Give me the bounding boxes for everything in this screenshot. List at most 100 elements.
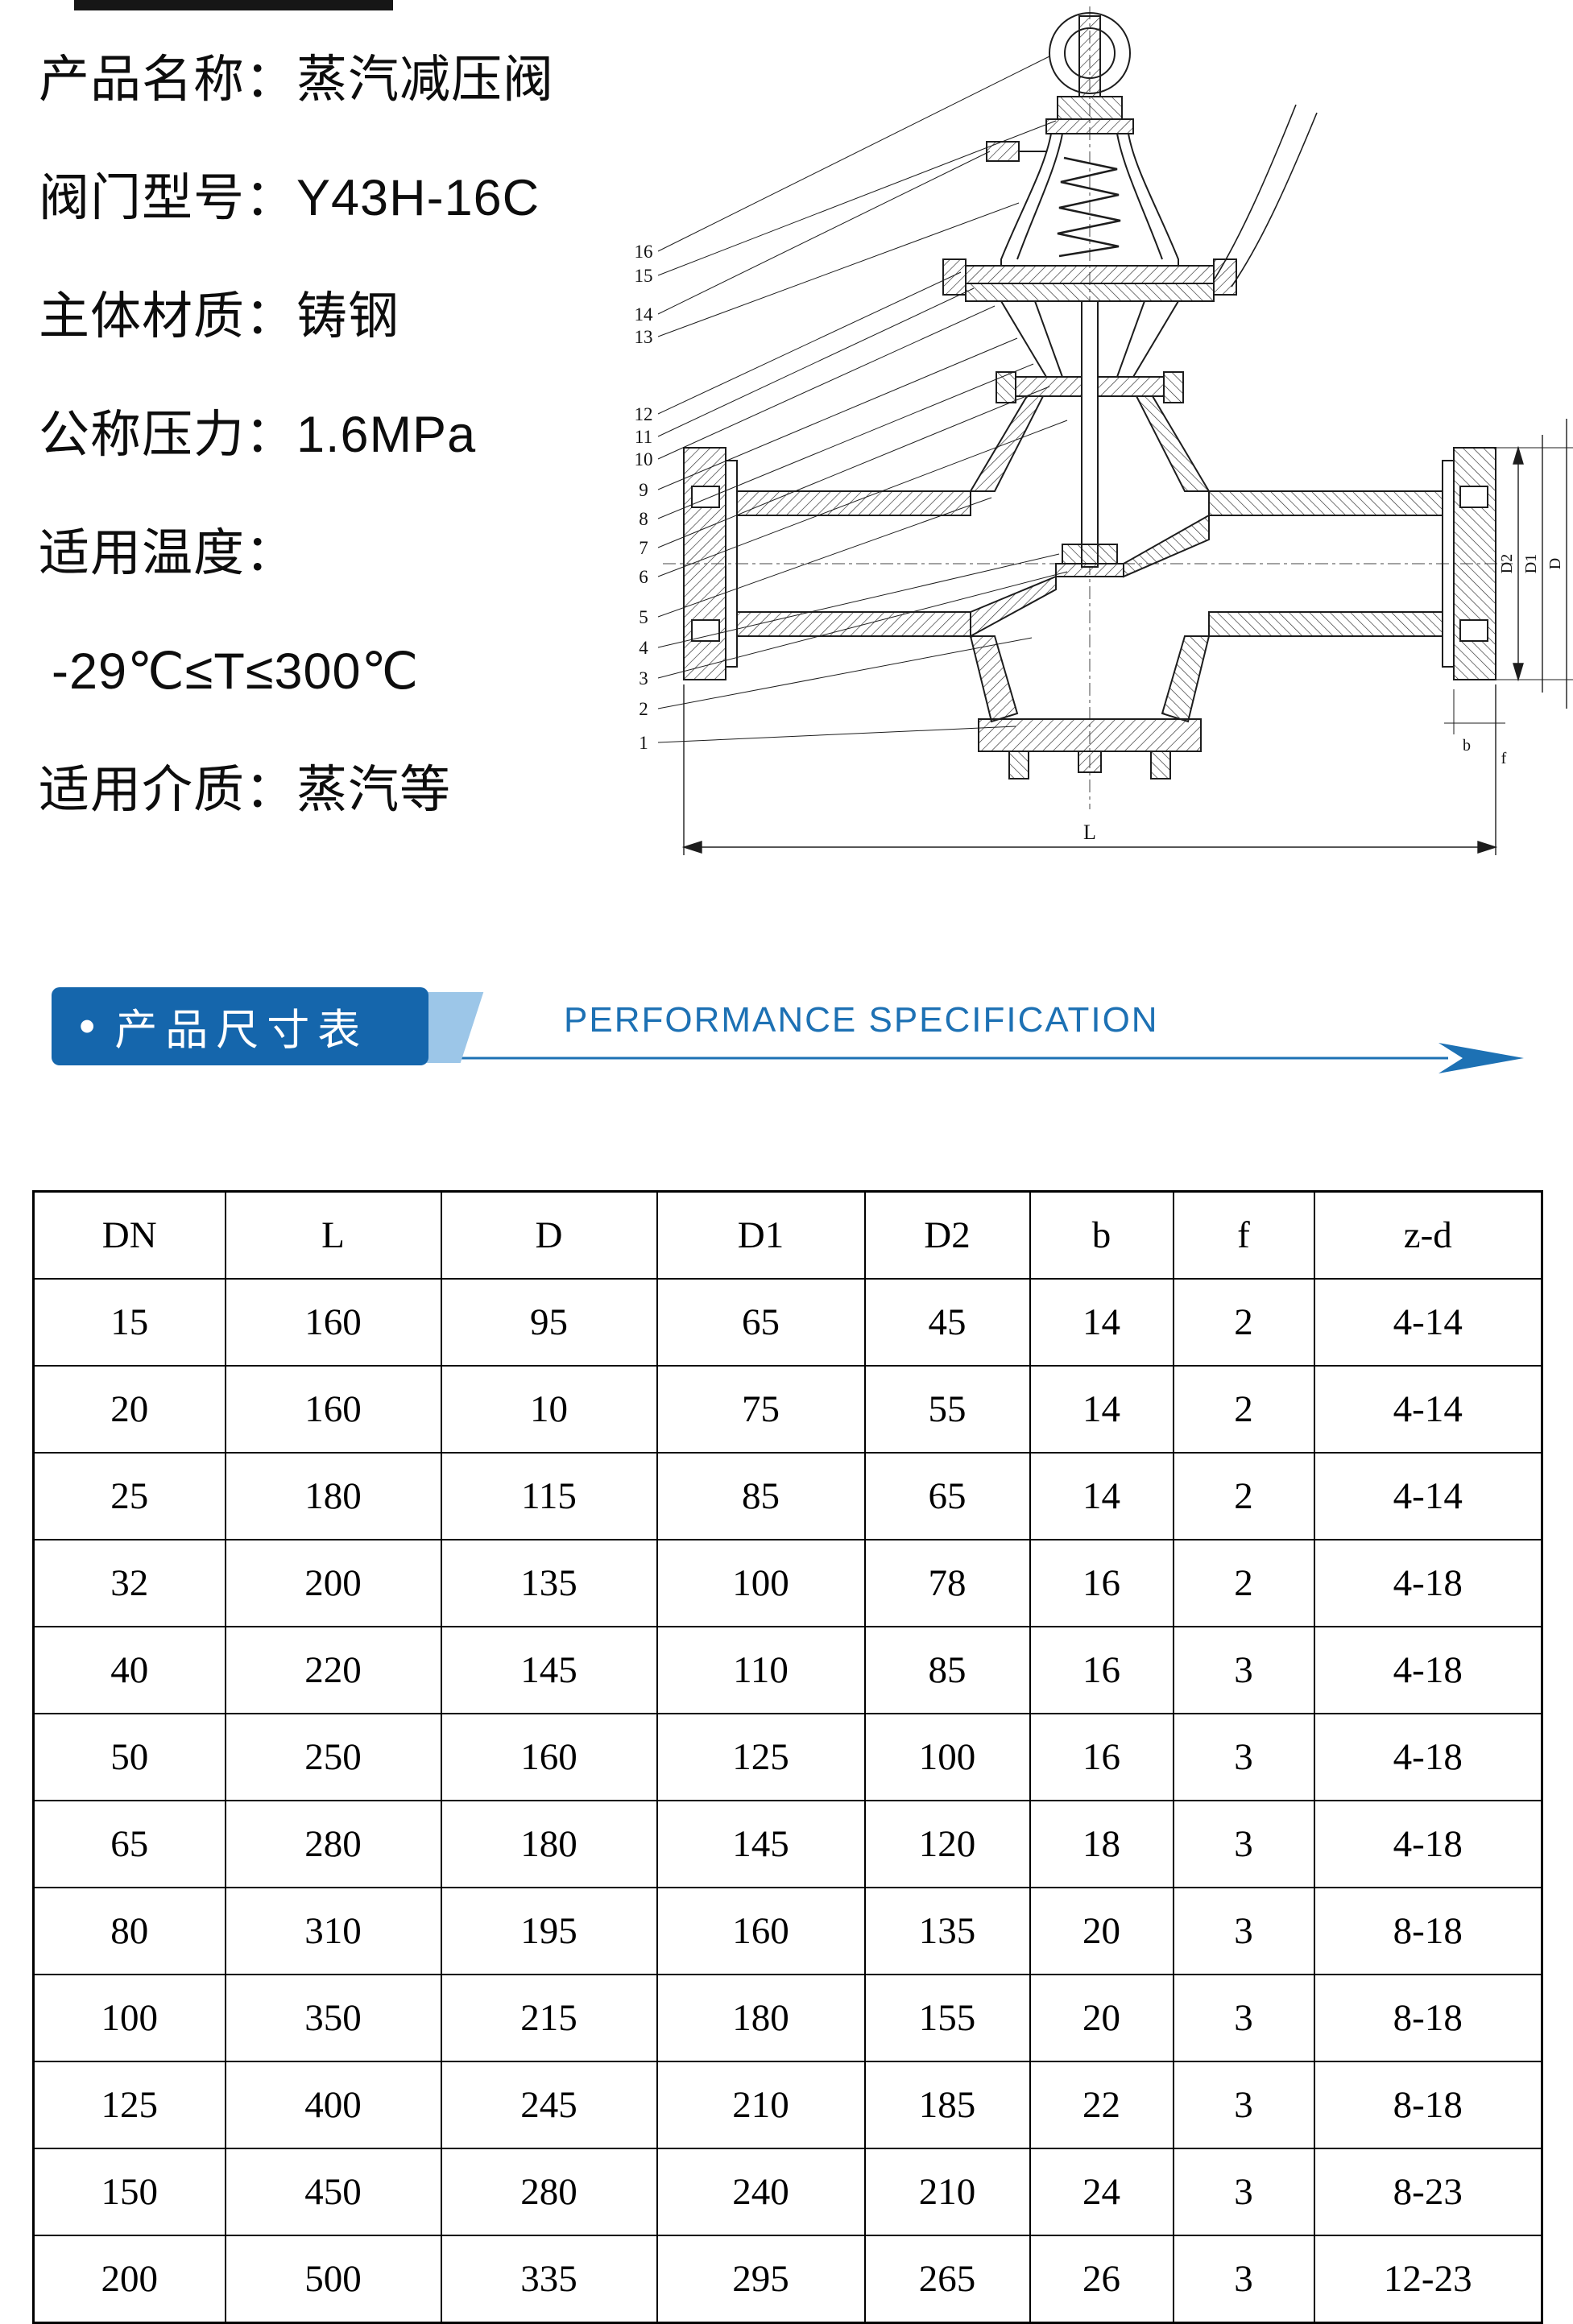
table-cell: 215 <box>440 1974 658 2062</box>
table-cell: 85 <box>863 1626 1031 1714</box>
part-number: 10 <box>635 449 653 469</box>
table-cell: 22 <box>1029 2061 1174 2149</box>
table-cell: 3 <box>1172 1713 1315 1801</box>
part-number: 14 <box>635 304 654 325</box>
table-cell: 115 <box>440 1452 658 1540</box>
table-cell: 16 <box>1029 1626 1174 1714</box>
part-number: 3 <box>639 668 648 689</box>
table-cell: 125 <box>32 2061 226 2149</box>
table-cell: 180 <box>224 1452 442 1540</box>
table-cell: 8-23 <box>1313 2148 1543 2236</box>
product-name-line: 产品名称：蒸汽减压阀 <box>39 52 554 108</box>
part-number: 9 <box>639 480 648 500</box>
section-title: 产品尺寸表 <box>114 1006 369 1054</box>
section-subtitle: PERFORMANCE SPECIFICATION <box>564 1000 1159 1040</box>
part-number: 1 <box>639 733 648 753</box>
product-info-block: 产品名称：蒸汽减压阀 阀门型号：Y43H-16C 主体材质：铸钢 公称压力：1.… <box>39 21 554 850</box>
table-cell: 10 <box>440 1365 658 1454</box>
table-cell: 120 <box>863 1800 1031 1888</box>
table-cell: 350 <box>224 1974 442 2062</box>
table-cell: 200 <box>224 1539 442 1627</box>
table-cell: 3 <box>1172 2148 1315 2236</box>
table-cell: 85 <box>656 1452 866 1540</box>
table-cell: 16 <box>1029 1539 1174 1627</box>
table-cell: 240 <box>656 2148 866 2236</box>
section-banner: • 产品尺寸表 <box>52 987 428 1065</box>
table-cell: 78 <box>863 1539 1031 1627</box>
table-cell: 135 <box>440 1539 658 1627</box>
table-cell: 20 <box>32 1365 226 1454</box>
table-cell: 4-14 <box>1313 1278 1543 1367</box>
part-number: 13 <box>635 327 653 347</box>
table-cell: 220 <box>224 1626 442 1714</box>
table-cell: 265 <box>863 2235 1031 2324</box>
valve-model-line: 阀门型号：Y43H-16C <box>39 170 540 226</box>
table-cell: 185 <box>863 2061 1031 2149</box>
cropped-top-strip <box>74 0 393 10</box>
column-header: D <box>440 1190 658 1280</box>
part-number: 12 <box>635 404 653 424</box>
part-number: 8 <box>639 509 648 529</box>
table-cell: 100 <box>863 1713 1031 1801</box>
part-number: 16 <box>635 242 653 262</box>
table-cell: 3 <box>1172 2235 1315 2324</box>
table-cell: 50 <box>32 1713 226 1801</box>
table-cell: 26 <box>1029 2235 1174 2324</box>
table-cell: 12-23 <box>1313 2235 1543 2324</box>
part-number: 4 <box>639 638 648 658</box>
table-cell: 335 <box>440 2235 658 2324</box>
table-cell: 160 <box>656 1887 866 1975</box>
table-cell: 65 <box>656 1278 866 1367</box>
arrow-head-icon <box>1438 1043 1524 1073</box>
table-cell: 450 <box>224 2148 442 2236</box>
table-cell: 80 <box>32 1887 226 1975</box>
table-cell: 180 <box>440 1800 658 1888</box>
part-number: 6 <box>639 567 648 587</box>
table-cell: 8-18 <box>1313 1887 1543 1975</box>
part-number-labels: 16 15 14 13 12 11 10 9 8 7 6 5 4 3 2 1 <box>635 242 654 753</box>
table-cell: 75 <box>656 1365 866 1454</box>
table-cell: 160 <box>224 1278 442 1367</box>
table-cell: 20 <box>1029 1887 1174 1975</box>
part-number: 7 <box>639 538 648 558</box>
table-cell: 2 <box>1172 1539 1315 1627</box>
table-cell: 24 <box>1029 2148 1174 2236</box>
table-cell: 150 <box>32 2148 226 2236</box>
table-cell: 160 <box>440 1713 658 1801</box>
table-cell: 200 <box>32 2235 226 2324</box>
table-cell: 145 <box>440 1626 658 1714</box>
part-number: 2 <box>639 699 648 719</box>
part-number: 11 <box>635 427 652 447</box>
table-cell: 295 <box>656 2235 866 2324</box>
table-cell: 280 <box>224 1800 442 1888</box>
table-cell: 15 <box>32 1278 226 1367</box>
column-header: z-d <box>1313 1190 1543 1280</box>
table-cell: 125 <box>656 1713 866 1801</box>
column-header: b <box>1029 1190 1174 1280</box>
valve-cross-section-diagram: 16 15 14 13 12 11 10 9 8 7 6 5 4 3 2 1 <box>615 0 1573 934</box>
table-cell: 210 <box>863 2148 1031 2236</box>
table-cell: 32 <box>32 1539 226 1627</box>
table-cell: 20 <box>1029 1974 1174 2062</box>
table-cell: 95 <box>440 1278 658 1367</box>
banner-arrow <box>449 1043 1524 1073</box>
table-cell: 400 <box>224 2061 442 2149</box>
table-cell: 14 <box>1029 1278 1174 1367</box>
table-cell: 155 <box>863 1974 1031 2062</box>
table-cell: 3 <box>1172 1887 1315 1975</box>
table-cell: 210 <box>656 2061 866 2149</box>
table-cell: 55 <box>863 1365 1031 1454</box>
dimension-labels: L D2 D1 D b f <box>1083 554 1564 844</box>
table-cell: 25 <box>32 1452 226 1540</box>
table-cell: 4-14 <box>1313 1365 1543 1454</box>
table-cell: 250 <box>224 1713 442 1801</box>
table-cell: 8-18 <box>1313 1974 1543 2062</box>
